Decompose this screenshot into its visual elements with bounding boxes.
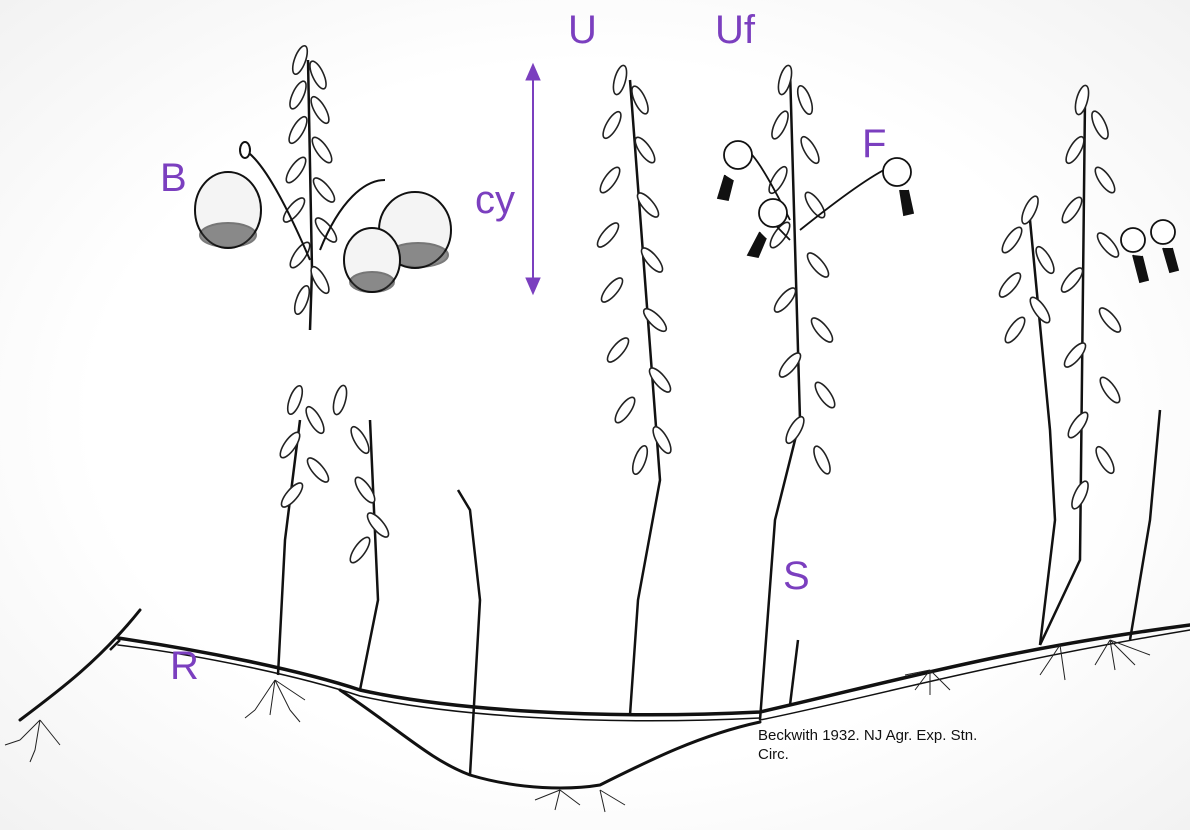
label-flower: F (862, 124, 886, 164)
label-flowering-upright: Uf (715, 10, 755, 50)
citation: Beckwith 1932. NJ Agr. Exp. Stn. Circ. (758, 727, 1118, 765)
uprights (110, 60, 1160, 775)
flowers (718, 141, 1178, 282)
label-stem: S (783, 556, 810, 596)
label-current-year-growth: cy (475, 180, 515, 220)
label-berry: B (160, 158, 187, 198)
label-upright: U (568, 10, 597, 50)
label-runner: R (170, 646, 199, 686)
cy-arrow (526, 64, 540, 294)
citation-line-1: Beckwith 1932. NJ Agr. Exp. Stn. (758, 727, 1118, 746)
leaves (277, 44, 1124, 565)
berries (195, 142, 451, 292)
citation-line-2: Circ. (758, 746, 1118, 765)
